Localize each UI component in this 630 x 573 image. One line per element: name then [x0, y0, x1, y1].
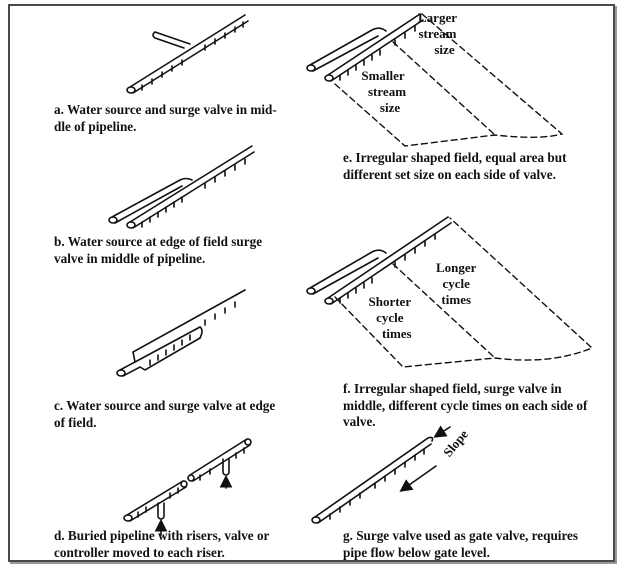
caption-line: c. Water source and surge valve at edge: [54, 398, 276, 413]
label-line: stream: [418, 26, 457, 41]
caption-line: valve.: [343, 414, 376, 429]
label-line: times: [441, 292, 472, 307]
caption-line: different set size on each side of valve…: [343, 166, 556, 182]
label-line: cycle: [376, 310, 404, 325]
label-line: stream: [368, 84, 407, 99]
label-line: times: [382, 326, 412, 341]
caption-b: b. Water source at edge of field surge v…: [54, 234, 262, 267]
caption-line: g. Surge valve used as gate valve, requi…: [343, 528, 579, 543]
caption-line: of field.: [54, 414, 97, 430]
caption-line: middle, different cycle times on each si…: [343, 397, 588, 413]
label-line: size: [379, 100, 401, 115]
label-line: cycle: [442, 276, 470, 291]
caption-line: pipe flow below gate level.: [343, 544, 490, 560]
label-line: size: [434, 42, 455, 57]
caption-line: dle of pipeline.: [54, 118, 137, 134]
pipeline-e: [306, 13, 424, 82]
label-line: Smaller: [361, 68, 405, 83]
label-larger-stream-size: Larger stream size: [418, 10, 457, 58]
label-smaller-stream-size: Smaller stream size: [360, 68, 406, 116]
caption-g: g. Surge valve used as gate valve, requi…: [343, 528, 578, 561]
caption-line: controller moved to each riser.: [54, 544, 225, 560]
label-line: Shorter: [368, 294, 412, 309]
pipeline-f: [306, 216, 452, 305]
label-longer-cycle-times: Longer cycle times: [436, 260, 476, 308]
figure-frame: [8, 4, 615, 562]
caption-e: e. Irregular shaped field, equal area bu…: [343, 150, 566, 183]
pipeline-d: [123, 438, 252, 536]
pipeline-c: [116, 289, 246, 377]
caption-line: a. Water source and surge valve in mid-: [54, 102, 277, 117]
label-line: Longer: [436, 260, 477, 275]
pipeline-g: [311, 425, 451, 524]
caption-f: f. Irregular shaped field, surge valve i…: [343, 381, 587, 431]
label-line: Larger: [418, 10, 457, 25]
field-outline-f: [334, 217, 594, 368]
caption-line: e. Irregular shaped field, equal area bu…: [343, 150, 567, 165]
pipeline-b: [108, 145, 255, 229]
pipeline-a: [126, 14, 249, 94]
caption-line: b. Water source at edge of field surge: [54, 234, 263, 249]
caption-d: d. Buried pipeline with risers, valve or…: [54, 528, 269, 561]
caption-c: c. Water source and surge valve at edge …: [54, 398, 275, 431]
caption-line: f. Irregular shaped field, surge valve i…: [343, 381, 562, 396]
label-shorter-cycle-times: Shorter cycle times: [368, 294, 412, 342]
caption-line: valve in middle of pipeline.: [54, 250, 206, 266]
caption-line: d. Buried pipeline with risers, valve or: [54, 528, 270, 543]
field-outline-e: [334, 13, 564, 147]
caption-a: a. Water source and surge valve in mid- …: [54, 102, 277, 135]
